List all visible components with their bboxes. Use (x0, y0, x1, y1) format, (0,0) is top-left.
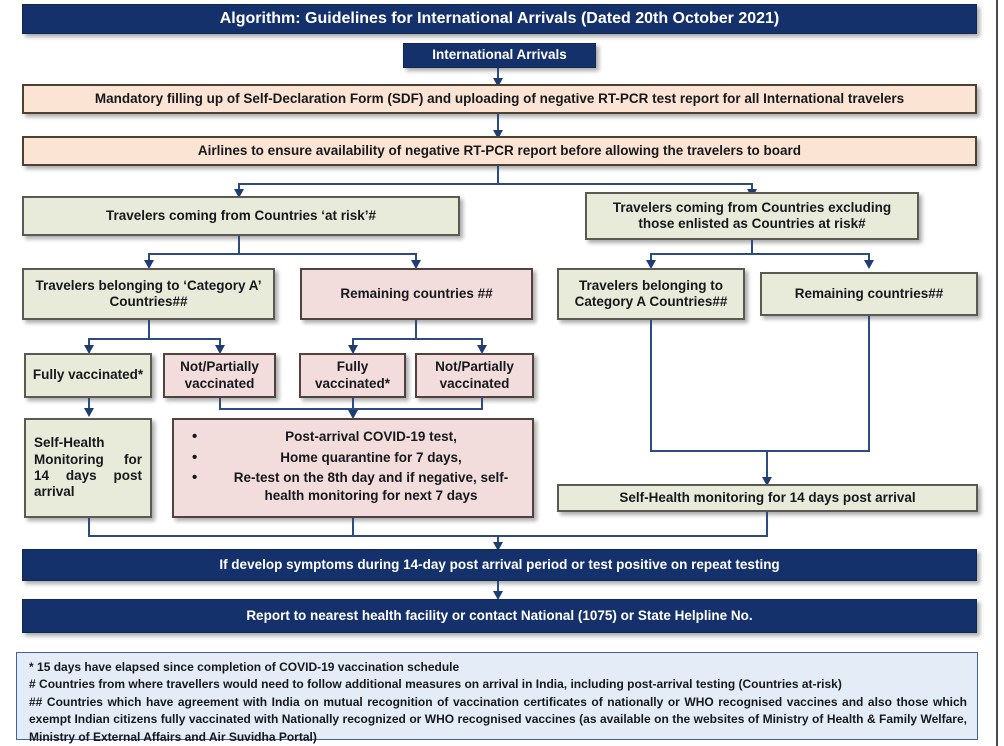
connector-to-at-risk (238, 183, 240, 191)
arrow-sdf-to-airlines (493, 130, 503, 139)
step-airlines-verification: Airlines to ensure availability of negat… (22, 136, 977, 166)
start-node-international-arrivals: International Arrivals (403, 43, 596, 68)
arrow-merge-to-measures (348, 410, 358, 419)
branch-countries-at-risk: Travelers coming from Countries ‘at risk… (22, 196, 460, 236)
measure-item: Re-test on the 8th day and if negative, … (186, 468, 522, 504)
measure-item: Post-arrival COVID-19 test, (186, 427, 522, 446)
connector-cat-a-to-fully (88, 338, 90, 348)
footnote-star-mark: * (29, 660, 34, 674)
connector-at-risk-to-remaining (415, 253, 417, 262)
connector-excluding-to-remaining (868, 253, 870, 262)
connector-airlines-down (497, 166, 499, 183)
alert-symptoms-banner: If develop symptoms during 14-day post a… (22, 549, 977, 581)
outcome-self-health-monitoring-left: Self-Health Monitoring for 14 days post … (24, 418, 152, 518)
connector-excluding-merge (650, 450, 870, 452)
footnote-double-hash-text: Countries which have agreement with Indi… (29, 694, 968, 744)
connector-measures-down (352, 518, 354, 535)
connector-start-to-sdf (497, 68, 499, 80)
connector-remaining-not-down (481, 398, 483, 408)
connector-remaining-split (352, 338, 482, 340)
arrow-symptoms-to-report (493, 591, 503, 600)
connector-excluding-down (751, 240, 753, 253)
node-remaining-not-partially-vaccinated: Not/Partially vaccinated (415, 353, 534, 398)
measure-item: Home quarantine for 7 days, (186, 448, 522, 467)
arrow-remaining-to-not (477, 345, 487, 354)
footnotes-panel: * 15 days have elapsed since completion … (16, 652, 978, 744)
footnote-hash-mark: # (29, 677, 36, 692)
title-banner: Algorithm: Guidelines for International … (22, 4, 977, 34)
connector-remaining-to-not (481, 338, 483, 348)
footnote-hash-text: Countries from where travellers would ne… (39, 677, 842, 692)
connector-cat-a-down (148, 320, 150, 338)
arrow-cat-a-to-fully (84, 345, 94, 354)
connector-outcomes-merge (88, 535, 768, 537)
arrow-merge-to-symptoms (493, 542, 503, 551)
footnote-hash-line: # Countries from where travellers would … (29, 676, 967, 693)
connector-cat-a-fully-to-monitoring (88, 398, 90, 411)
connector-excluding-remaining-down (868, 316, 870, 450)
connector-remaining-down (415, 320, 417, 338)
connector-airlines-split (238, 183, 753, 185)
connector-cat-a-not-down (219, 398, 221, 408)
arrow-excluding-to-category-a (646, 260, 656, 269)
connector-at-risk-split (148, 253, 415, 255)
connector-sdf-to-airlines (497, 114, 499, 132)
step-self-declaration-form: Mandatory filling up of Self-Declaration… (22, 84, 977, 114)
page-right-border (996, 0, 998, 746)
arrow-excluding-to-remaining (864, 260, 874, 269)
arrow-at-risk-to-category-a (144, 260, 154, 269)
footnote-double-hash-mark: ## (29, 694, 43, 709)
footnote-double-hash-line: ## Countries which have agreement with I… (29, 694, 967, 746)
arrow-cat-a-to-not (215, 345, 225, 354)
node-at-risk-remaining: Remaining countries ## (300, 268, 533, 320)
alert-report-banner: Report to nearest health facility or con… (22, 599, 977, 633)
node-excluding-category-a: Travelers belonging to Category A Countr… (557, 268, 745, 320)
node-excluding-remaining: Remaining countries## (760, 272, 978, 316)
connector-excluding-to-category-a (650, 253, 652, 262)
arrow-to-at-risk (234, 189, 244, 198)
connector-monitoring-right-down (766, 512, 768, 535)
connector-at-risk-to-category-a (148, 253, 150, 262)
connector-remaining-fully-down (352, 398, 354, 408)
outcome-self-health-monitoring-right: Self-Health monitoring for 14 days post … (557, 484, 978, 512)
branch-countries-excluding: Travelers coming from Countries excludin… (585, 192, 919, 240)
connector-excluding-split (650, 253, 868, 255)
measures-list: Post-arrival COVID-19 test, Home quarant… (186, 427, 522, 504)
node-cat-a-not-partially-vaccinated: Not/Partially vaccinated (163, 353, 276, 398)
connector-to-excluding (751, 183, 753, 191)
connector-remaining-to-fully (352, 338, 354, 348)
arrow-at-risk-to-remaining (411, 260, 421, 269)
connector-cat-a-split (88, 338, 221, 340)
node-at-risk-category-a: Travelers belonging to ‘Category A’ Coun… (22, 268, 275, 320)
connector-symptoms-to-report (497, 581, 499, 594)
arrow-excluding-merge-to-monitoring (762, 477, 772, 486)
connector-at-risk-down (238, 236, 240, 253)
connector-excluding-merge-down (766, 450, 768, 480)
connector-merge-to-symptoms (497, 535, 499, 545)
arrow-start-to-sdf (493, 78, 503, 87)
node-cat-a-fully-vaccinated: Fully vaccinated* (24, 353, 152, 398)
arrow-remaining-to-fully (348, 345, 358, 354)
connector-excluding-cat-a-down (650, 320, 652, 450)
footnote-star-text: 15 days have elapsed since completion of… (37, 660, 460, 674)
footnote-star-line: * 15 days have elapsed since completion … (29, 659, 967, 676)
arrow-cat-a-fully-to-monitoring (84, 408, 94, 417)
connector-monitoring-left-down (88, 518, 90, 535)
connector-pink-merge (219, 408, 483, 410)
connector-cat-a-to-not (219, 338, 221, 348)
outcome-measures-list: Post-arrival COVID-19 test, Home quarant… (172, 418, 534, 518)
node-remaining-fully-vaccinated: Fully vaccinated* (299, 353, 406, 398)
